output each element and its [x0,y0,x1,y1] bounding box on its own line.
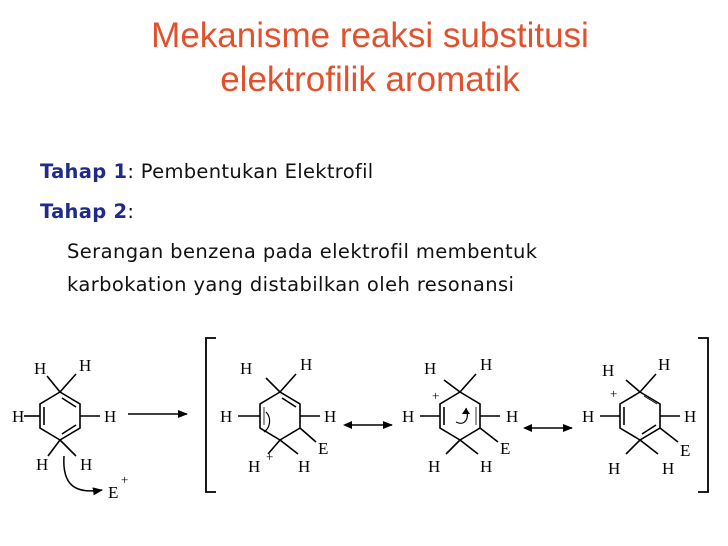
hydrogen-label: H [300,355,312,374]
hydrogen-label: H [424,359,436,378]
sigma-complex-1-labels: H H H H E H H + [220,355,336,476]
carbocation-charge: + [432,388,439,403]
hydrogen-label: H [34,359,46,378]
electron-attack-arrow [63,455,103,496]
step-2-label: Tahap 2 [40,200,128,223]
hydrogen-label: H [662,459,674,478]
electrophile-label: E [108,483,118,502]
electrophile-charge: + [121,472,128,487]
step-2-description-line-1: Serangan benzena pada elektrofil membent… [67,240,538,263]
electrophile-substituent: E [500,439,510,458]
sigma-complex-3 [600,373,680,455]
hydrogen-label: H [324,407,336,426]
sigma-complex-3-labels: H H H H E H H + [582,355,696,478]
step-2-separator: : [127,200,135,223]
sigma-complex-1 [238,373,320,455]
hydrogen-label: H [240,359,252,378]
carbocation-charge: + [610,386,617,401]
hydrogen-label: H [12,407,24,426]
hydrogen-label: H [582,407,594,426]
step-2-description-line-2: karbokation yang distabilkan oleh resona… [67,273,515,296]
ring-2 [439,391,481,441]
hydrogen-label: H [104,407,116,426]
hydrogen-label: H [658,355,670,374]
left-bracket [205,337,216,493]
step-2-line: Tahap 2: [40,200,134,223]
hydrogen-label: H [602,361,614,380]
benzene-molecule [24,373,100,457]
hydrogen-label: H [220,407,232,426]
hydrogen-label: H [298,457,310,476]
carbocation-charge: + [266,449,273,464]
benzene-ring [39,391,81,441]
curved-electron-arrow-head [462,408,470,414]
hydrogen-label: H [248,457,260,476]
sigma-complex-2-labels: H H H H E H H + [402,355,518,476]
hydrogen-label: H [506,407,518,426]
ring-1 [259,391,301,441]
hydrogen-label: H [79,356,91,375]
hydrogen-label: H [684,407,696,426]
sigma-complex-2 [420,373,500,455]
title-line-1: Mekanisme reaksi substitusi [151,16,589,55]
reaction-scheme: H H H H H H E + H H [12,337,709,502]
step-1-text: Pembentukan Elektrofil [134,160,374,183]
electrophile-substituent: E [318,439,328,458]
title-line-2: elektrofilik aromatik [220,60,520,99]
hydrogen-label: H [80,455,92,474]
hydrogen-label: H [608,459,620,478]
ring-3 [619,391,661,441]
hydrogen-label: H [480,355,492,374]
step-1-label: Tahap 1 [40,160,128,183]
hydrogen-label: H [36,455,48,474]
step-1-separator: : [127,160,135,183]
benzene-atom-labels: H H H H H H [12,356,116,474]
hydrogen-label: H [402,407,414,426]
slide-title: Mekanisme reaksi substitusi elektrofilik… [60,14,680,102]
hydrogen-label: H [480,457,492,476]
hydrogen-label: H [428,457,440,476]
step-1-line: Tahap 1: Pembentukan Elektrofil [40,160,374,183]
right-bracket [698,337,709,493]
electrophile-substituent: E [680,441,690,460]
